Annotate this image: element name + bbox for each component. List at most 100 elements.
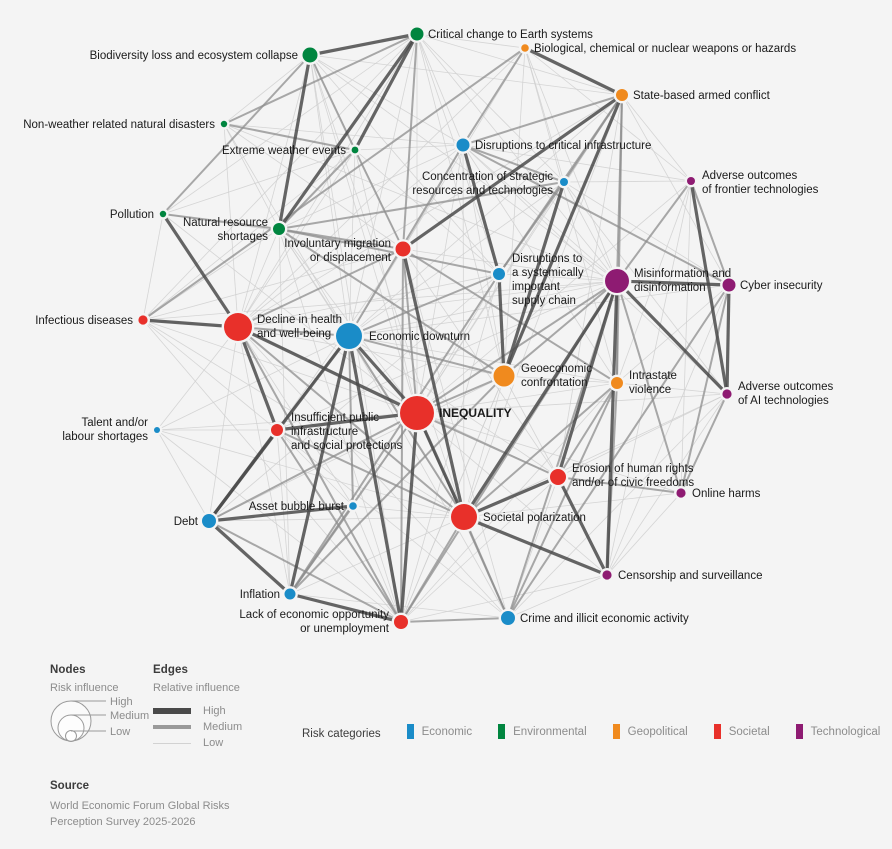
node-inflation[interactable] xyxy=(284,588,296,600)
node-nonweather[interactable] xyxy=(220,120,228,128)
legend-edge-sample-low xyxy=(153,742,191,744)
edge-lack_econ-censorship xyxy=(400,574,608,623)
legend-node-level-medium: Medium xyxy=(110,710,150,722)
node-label-infectious: Infectious diseases xyxy=(35,315,133,327)
edge-econ_downturn-inflation xyxy=(288,335,351,595)
edge-concentration-cyber xyxy=(563,181,730,286)
legend-category-societal[interactable]: Societal xyxy=(713,724,770,739)
node-natural_resource[interactable] xyxy=(273,223,285,235)
edge-cyber-econ_downturn xyxy=(348,284,730,337)
edge-decline_health-talent xyxy=(156,326,239,431)
source-title: Source xyxy=(50,780,89,792)
edge-talent-debt xyxy=(156,429,210,522)
node-state_conflict[interactable] xyxy=(616,89,628,101)
node-debt[interactable] xyxy=(202,514,216,528)
edge-biodiversity-supply_chain xyxy=(309,54,500,275)
legend-category-label-environmental: Environmental xyxy=(513,725,587,738)
node-pollution[interactable] xyxy=(159,210,167,218)
edge-misinformation-econ_downturn xyxy=(348,280,618,337)
node-censorship[interactable] xyxy=(602,570,612,580)
edge-involuntary-crime xyxy=(402,248,509,619)
edge-concentration-supply_chain xyxy=(498,181,565,275)
node-talent[interactable] xyxy=(154,427,160,433)
node-adverse_frontier[interactable] xyxy=(687,177,695,185)
edge-disrupt_infra-cyber xyxy=(462,144,730,286)
legend-category-swatch-technological xyxy=(795,724,803,739)
node-lack_econ[interactable] xyxy=(394,615,408,629)
edge-natural_resource-supply_chain xyxy=(278,228,500,275)
edge-talent-inequality xyxy=(156,412,418,431)
node-societal_pol[interactable] xyxy=(451,504,477,530)
edge-misinformation-societal_pol xyxy=(462,280,619,518)
node-asset_bubble[interactable] xyxy=(349,502,357,510)
node-erosion[interactable] xyxy=(550,469,566,485)
legend-category-geopolitical[interactable]: Geopolitical xyxy=(612,724,688,739)
edge-inequality-debt xyxy=(208,412,418,522)
node-supply_chain[interactable] xyxy=(493,268,505,280)
legend-category-economic[interactable]: Economic xyxy=(406,724,472,739)
edge-natural_resource-lack_econ xyxy=(278,228,402,623)
node-crime[interactable] xyxy=(501,611,515,625)
node-label-censorship: Censorship and surveillance xyxy=(618,570,762,582)
legend-edge-level-medium: Medium xyxy=(203,721,243,733)
node-label-nonweather: Non-weather related natural disasters xyxy=(23,119,215,131)
edge-adverse_ai-crime xyxy=(507,393,728,619)
edge-involuntary-inequality xyxy=(402,248,418,414)
edge-critical_earth-pollution xyxy=(162,33,418,215)
node-biodiversity[interactable] xyxy=(302,47,318,63)
edge-decline_health-lack_econ xyxy=(237,326,402,623)
edge-involuntary-societal_pol xyxy=(401,248,466,518)
edge-pollution-infectious xyxy=(142,213,164,321)
node-adverse_ai[interactable] xyxy=(722,389,732,399)
edge-econ_downturn-intrastate xyxy=(348,335,618,384)
legend-edges-subtitle: Relative influence xyxy=(153,682,240,694)
edge-biodiversity-misinformation xyxy=(309,54,618,282)
edge-biodiversity-pollution xyxy=(162,54,311,215)
edge-critical_earth-biological xyxy=(416,33,526,49)
edge-misinformation-geoeconomic xyxy=(503,280,618,377)
node-label-state_conflict: State-based armed conflict xyxy=(633,90,771,102)
legend-edges: Edges Relative influence High Medium Low xyxy=(153,664,242,751)
node-misinformation[interactable] xyxy=(605,269,629,293)
legend-edge-sample-medium xyxy=(153,725,191,729)
edge-pollution-decline_health xyxy=(161,213,240,328)
edge-involuntary-intrastate xyxy=(402,248,618,384)
edge-societal_pol-lack_econ xyxy=(400,516,465,623)
legend-category-technological[interactable]: Technological xyxy=(795,724,880,739)
node-insufficient[interactable] xyxy=(271,424,283,436)
node-inequality[interactable] xyxy=(400,396,434,430)
edge-critical_earth-extreme_weather xyxy=(353,33,419,151)
node-online_harms[interactable] xyxy=(676,488,686,498)
edge-insufficient-debt xyxy=(207,429,279,522)
node-geoeconomic[interactable] xyxy=(493,365,515,387)
node-econ_downturn[interactable] xyxy=(336,323,362,349)
edge-extreme_weather-decline_health xyxy=(237,149,356,328)
node-infectious[interactable] xyxy=(138,315,148,325)
node-biological[interactable] xyxy=(521,44,529,52)
node-intrastate[interactable] xyxy=(611,377,623,389)
edge-inequality-online_harms xyxy=(416,412,682,494)
edge-cyber-crime xyxy=(507,284,730,619)
node-cyber[interactable] xyxy=(722,278,736,292)
edge-nonweather-extreme_weather xyxy=(223,123,356,151)
edge-extreme_weather-pollution xyxy=(162,149,356,215)
node-involuntary[interactable] xyxy=(395,241,411,257)
node-disrupt_infra[interactable] xyxy=(456,138,470,152)
edge-critical_earth-state_conflict xyxy=(416,33,623,96)
edge-biodiversity-state_conflict xyxy=(309,54,623,96)
edge-cyber-censorship xyxy=(606,284,730,576)
legend-category-environmental[interactable]: Environmental xyxy=(498,724,587,739)
node-decline_health[interactable] xyxy=(224,313,252,341)
node-concentration[interactable] xyxy=(560,178,568,186)
edge-adverse_frontier-online_harms xyxy=(680,180,692,494)
edge-biodiversity-inequality xyxy=(309,54,418,414)
edge-disrupt_infra-geoeconomic xyxy=(462,144,505,377)
node-critical_earth[interactable] xyxy=(410,27,424,41)
edge-inequality-censorship xyxy=(416,412,608,576)
node-extreme_weather[interactable] xyxy=(351,146,359,154)
legend-category-label-geopolitical: Geopolitical xyxy=(627,725,688,738)
legend-node-level-high: High xyxy=(110,696,133,708)
